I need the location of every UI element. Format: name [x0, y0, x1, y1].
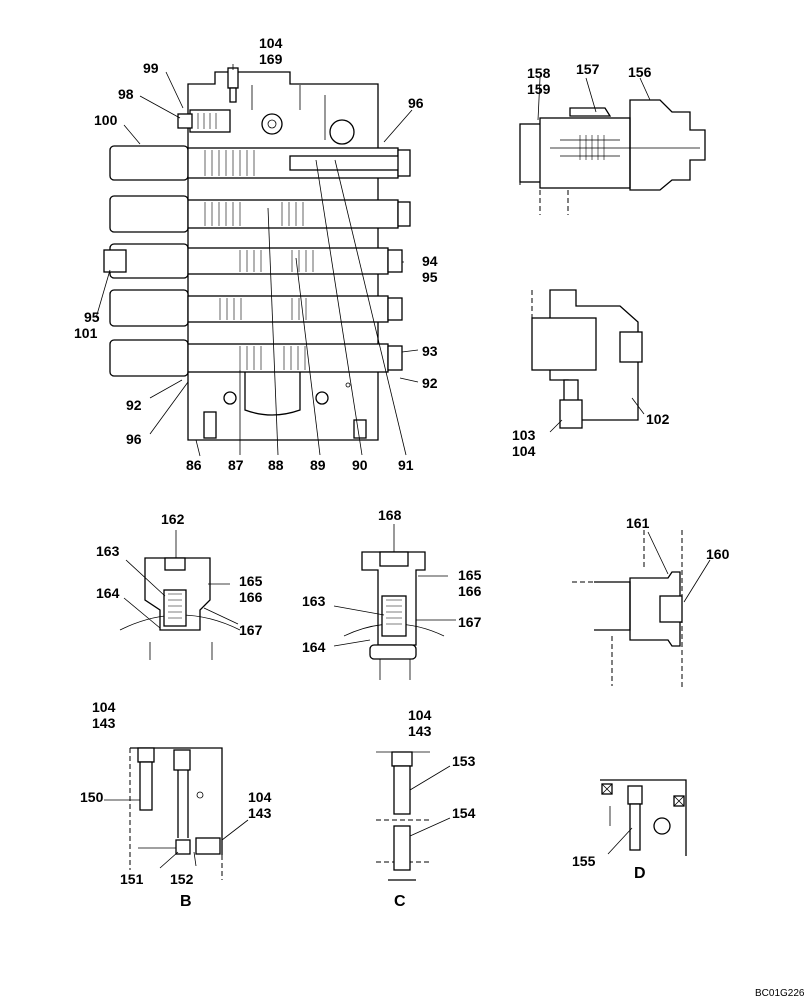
- label-main-96-top: 96: [408, 95, 424, 111]
- label-main-104: 104: [259, 35, 283, 51]
- label-166-rv2: 166: [458, 583, 482, 599]
- main-control-valve: 104 169 99 98 100 96 94 95 93 92 95 101 …: [74, 35, 438, 473]
- label-166-rv1: 166: [239, 589, 263, 605]
- relief-valve-1: 162 163 164 165 166 167: [96, 511, 263, 660]
- label-main-89: 89: [310, 457, 326, 473]
- label-153: 153: [452, 753, 476, 769]
- label-main-98: 98: [118, 86, 134, 102]
- label-143-b-top: 143: [92, 715, 116, 731]
- label-143-b-right: 143: [248, 805, 272, 821]
- label-main-93: 93: [422, 343, 438, 359]
- label-main-100: 100: [94, 112, 118, 128]
- label-163-rv2: 163: [302, 593, 326, 609]
- label-main-96-left: 96: [126, 431, 142, 447]
- label-main-95-left: 95: [84, 309, 100, 325]
- label-main-87: 87: [228, 457, 244, 473]
- view-c: 104 143 153 154 C: [376, 707, 476, 910]
- spool-section-5: [109, 339, 403, 377]
- label-152: 152: [170, 871, 194, 887]
- spool-section-3: [103, 243, 403, 279]
- plug-detail: 161 160: [572, 515, 730, 690]
- label-main-169: 169: [259, 51, 283, 67]
- label-157: 157: [576, 61, 600, 77]
- spool-section-4: [109, 289, 403, 327]
- label-160: 160: [706, 546, 730, 562]
- label-104-c: 104: [408, 707, 432, 723]
- label-161: 161: [626, 515, 650, 531]
- label-102: 102: [646, 411, 670, 427]
- label-164-rv1: 164: [96, 585, 120, 601]
- label-167-rv2: 167: [458, 614, 482, 630]
- view-d-caption: D: [634, 865, 646, 882]
- top-right-detail: 158 159 157 156: [519, 61, 706, 215]
- label-main-92-right: 92: [422, 375, 438, 391]
- label-104-mid: 104: [512, 443, 536, 459]
- label-main-101: 101: [74, 325, 98, 341]
- spool-section-1: [109, 145, 411, 181]
- label-151: 151: [120, 871, 144, 887]
- label-159: 159: [527, 81, 551, 97]
- label-158: 158: [527, 65, 551, 81]
- label-150: 150: [80, 789, 104, 805]
- view-c-caption: C: [394, 893, 406, 910]
- label-main-91: 91: [398, 457, 414, 473]
- figure-ref: BC01G226: [755, 988, 805, 999]
- view-b: 104 143 150 104 143 151 152 B: [80, 699, 272, 910]
- view-d: 155 D: [572, 779, 687, 882]
- label-main-99: 99: [143, 60, 159, 76]
- label-103: 103: [512, 427, 536, 443]
- label-156: 156: [628, 64, 652, 80]
- label-104-b-right: 104: [248, 789, 272, 805]
- label-main-92-left: 92: [126, 397, 142, 413]
- label-143-c: 143: [408, 723, 432, 739]
- label-168: 168: [378, 507, 402, 523]
- label-162: 162: [161, 511, 185, 527]
- label-164-rv2: 164: [302, 639, 326, 655]
- spool-section-2: [109, 195, 411, 233]
- mid-right-detail: 102 103 104: [512, 289, 670, 459]
- label-165-rv1: 165: [239, 573, 263, 589]
- label-main-94: 94: [422, 253, 438, 269]
- label-main-90: 90: [352, 457, 368, 473]
- relief-valve-2: 168 165 166 163 167 164: [302, 507, 482, 680]
- label-main-95-right: 95: [422, 269, 438, 285]
- label-167-rv1: 167: [239, 622, 263, 638]
- label-155: 155: [572, 853, 596, 869]
- label-104-b-top: 104: [92, 699, 116, 715]
- label-165-rv2: 165: [458, 567, 482, 583]
- view-b-caption: B: [180, 893, 192, 910]
- label-154: 154: [452, 805, 476, 821]
- label-163-rv1: 163: [96, 543, 120, 559]
- label-main-86: 86: [186, 457, 202, 473]
- label-main-88: 88: [268, 457, 284, 473]
